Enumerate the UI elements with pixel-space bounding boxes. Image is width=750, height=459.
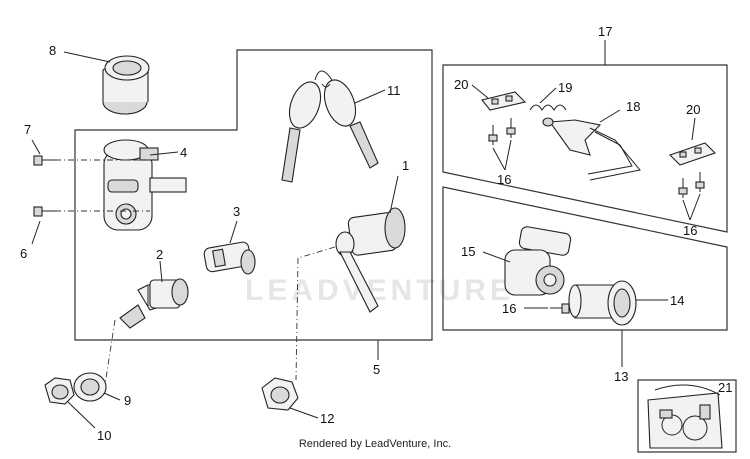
assembly-line-1b <box>295 257 299 381</box>
bracket-group-box <box>442 64 728 233</box>
leader-1 <box>389 175 399 214</box>
leader-20b <box>691 117 696 141</box>
lock-set-group-box <box>74 49 433 341</box>
part-10-nut[interactable] <box>44 377 75 405</box>
callout-18: 18 <box>626 99 640 114</box>
cylinder-group-box <box>442 186 728 331</box>
leader-16a-1 <box>492 147 506 171</box>
leader-8 <box>63 51 111 63</box>
callout-8: 8 <box>49 43 56 58</box>
callout-21: 21 <box>718 380 732 395</box>
assembly-line-1a <box>297 246 336 259</box>
callout-20-right: 20 <box>686 102 700 117</box>
leader-16b-2 <box>689 193 701 221</box>
leader-2 <box>159 260 163 283</box>
part-18-latch-rod[interactable] <box>542 117 641 181</box>
part-15-cam-lever[interactable] <box>504 226 572 296</box>
part-2-lock-cylinder[interactable] <box>119 278 189 329</box>
callout-10: 10 <box>97 428 111 443</box>
screw-16-cylinder[interactable] <box>550 303 570 314</box>
callout-2: 2 <box>156 247 163 262</box>
screws-16-right[interactable] <box>678 172 705 198</box>
leader-3 <box>229 220 238 244</box>
part-12-nut[interactable] <box>261 377 299 411</box>
footer-credit: Rendered by LeadVenture, Inc. <box>298 438 452 450</box>
callout-20-left: 20 <box>454 77 468 92</box>
leader-9 <box>103 392 121 401</box>
part-21-kit-bag[interactable] <box>647 384 723 449</box>
callout-1: 1 <box>402 158 409 173</box>
callout-4: 4 <box>180 145 187 160</box>
leader-16b-1 <box>682 199 691 221</box>
callout-11: 11 <box>387 83 401 98</box>
callout-14: 14 <box>670 293 684 308</box>
callout-7: 7 <box>24 122 31 137</box>
leader-16a-2 <box>504 139 512 171</box>
callout-16-cylinder: 16 <box>502 301 516 316</box>
callout-3: 3 <box>233 204 240 219</box>
screws-16-left[interactable] <box>488 118 516 145</box>
leader-10 <box>67 401 96 429</box>
part-19-spring[interactable] <box>529 104 567 111</box>
part-20-clip-left[interactable] <box>481 91 527 111</box>
part-14-bushing[interactable] <box>568 280 637 326</box>
callout-13: 13 <box>614 369 628 384</box>
leader-12 <box>289 407 319 419</box>
leader-4 <box>149 151 179 156</box>
callout-9: 9 <box>124 393 131 408</box>
callout-16-left: 16 <box>497 172 511 187</box>
callout-19: 19 <box>558 80 572 95</box>
assembly-line-2 <box>104 319 116 386</box>
part-9-lock-washer[interactable] <box>73 372 107 402</box>
leader-11 <box>354 89 386 104</box>
callout-6: 6 <box>20 246 27 261</box>
part-11-keys[interactable] <box>281 70 379 183</box>
callout-5: 5 <box>373 362 380 377</box>
part-4-ignition-switch[interactable] <box>103 139 187 231</box>
part-20-clip-right[interactable] <box>668 142 717 166</box>
callout-12: 12 <box>320 411 334 426</box>
leader-19 <box>539 87 557 104</box>
part-3-small-cylinder[interactable] <box>203 241 256 275</box>
watermark: LEADVENTURE <box>245 274 514 307</box>
callout-15: 15 <box>461 244 475 259</box>
leader-15 <box>482 251 511 263</box>
callout-16-right: 16 <box>683 223 697 238</box>
leader-7 <box>31 139 41 155</box>
part-1-lock-barrel[interactable] <box>335 207 406 313</box>
leader-18 <box>599 109 621 123</box>
leader-20a <box>471 84 489 99</box>
part-8-sleeve[interactable] <box>102 55 150 115</box>
kit-box <box>637 379 737 453</box>
callout-17: 17 <box>598 24 612 39</box>
part-6-screw[interactable] <box>33 206 55 217</box>
leader-6 <box>31 220 41 245</box>
part-7-screw[interactable] <box>33 155 55 166</box>
